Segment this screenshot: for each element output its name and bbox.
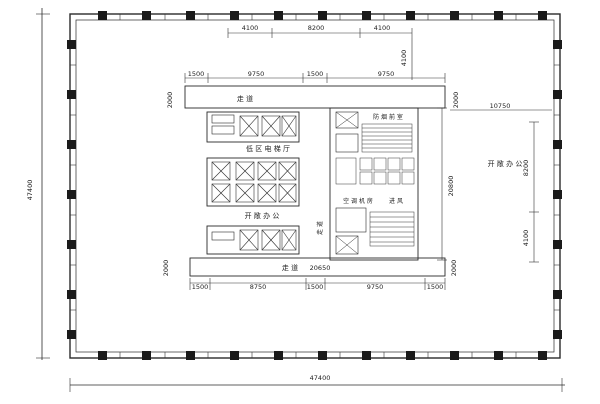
elevator-hall-label: 低 区 电 梯 厅: [246, 144, 290, 153]
elevator-group-middle: [211, 161, 297, 203]
right-lower-dim: 4100: [522, 230, 530, 247]
fresh-air-label: 进 风: [389, 197, 403, 205]
corridor-top-band: [184, 85, 446, 109]
top-outer-dim-2: 9750: [248, 70, 265, 78]
right-core-top-dim: 2000: [452, 92, 460, 109]
elevator-group-bottom: [239, 229, 297, 251]
open-office-center-label: 开 敞 办 公: [245, 211, 280, 220]
bottom-dim-3: 1500: [307, 283, 324, 291]
corridor-top-label: 走 道: [237, 94, 253, 103]
top-inner-dim-2: 8200: [308, 24, 325, 32]
stair-lower: [369, 211, 415, 247]
service-rooms: [335, 157, 415, 185]
bottom-dim-4: 9750: [367, 283, 384, 291]
elevator-group-top: [239, 115, 297, 137]
overall-height-dim: 47400: [26, 180, 34, 201]
left-core-bottom-dim: 2000: [162, 260, 170, 277]
bottom-dim-5: 1500: [427, 283, 444, 291]
left-core-top-dim: 2000: [166, 92, 174, 109]
stair-upper: [361, 123, 413, 153]
right-upper-dim: 8200: [522, 160, 530, 177]
top-outer-dim-chain: [184, 73, 446, 83]
corridor-bottom-band: [189, 257, 446, 277]
top-outer-dim-3: 1500: [307, 70, 324, 78]
left-core: 低 区 电 梯 厅 开 敞 办 公: [206, 111, 300, 255]
right-core-mid-dim: 20800: [447, 176, 455, 197]
right-core: 防 烟 前 室 空 调 机 房 进 风: [329, 107, 419, 261]
right-core-bottom-dim: 2000: [450, 260, 458, 277]
building-inner-wall: [75, 19, 555, 353]
perimeter-columns: [67, 11, 562, 360]
right-vertical-dim-chain: [437, 107, 447, 261]
top-outer-dim-1: 1500: [188, 70, 205, 78]
bottom-dim-1: 1500: [192, 283, 209, 291]
overall-width-dim: 47400: [310, 374, 331, 382]
corridor-side-label: 走 道: [316, 221, 324, 235]
top-inner-dim-1: 4100: [242, 24, 259, 32]
open-office-right-label: 开 敞 办 公: [488, 159, 523, 168]
bottom-total-core-dim: 20650: [310, 264, 331, 272]
far-right-dim-chain: [529, 121, 539, 263]
top-outer-dim-4: 9750: [378, 70, 395, 78]
corridor-bottom-label: 走 道: [282, 263, 298, 272]
top-inner-dim-3: 4100: [374, 24, 391, 32]
bottom-dim-chain: [189, 278, 446, 290]
right-offset-dim: 10750: [490, 102, 511, 110]
building-outer-wall: [69, 13, 561, 359]
top-inner-dim-chain: [227, 28, 413, 38]
top-right-vertical-dim: 4100: [400, 50, 408, 67]
stairwell-top-label: 防 烟 前 室: [373, 113, 403, 121]
hvac-room-label: 空 调 机 房: [343, 197, 373, 205]
bottom-dim-2: 8750: [250, 283, 267, 291]
window-mullions: [70, 14, 560, 358]
